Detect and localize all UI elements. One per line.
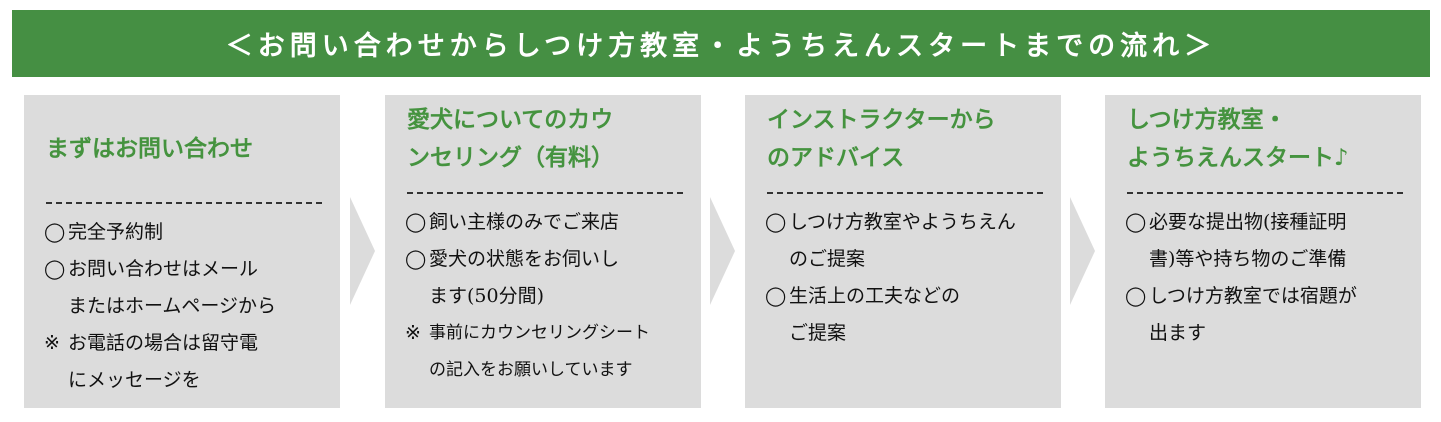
circle-bullet-icon: ◯ (1125, 211, 1147, 233)
list-item: ※ お電話の場合は留守電 にメッセージを (44, 325, 320, 399)
circle-bullet-icon: ◯ (405, 248, 427, 270)
step-title-line: ンセリング（有料） (407, 145, 614, 171)
step-2-box: 愛犬についてのカウ ンセリング（有料） ◯ 飼い主様のみでご来店 ◯ 愛犬の状態… (385, 95, 701, 408)
chevron-right-icon (1070, 197, 1095, 305)
list-item: ◯ お問い合わせはメール またはホームページから (44, 251, 320, 325)
circle-bullet-icon: ◯ (765, 285, 787, 307)
list-item: ※ 事前にカウンセリングシート の記入をお願いしています (405, 315, 681, 389)
list-item: ◯ 飼い主様のみでご来店 (405, 204, 681, 241)
item-line: ます(50分間) (429, 285, 545, 307)
chevron-right-icon (710, 197, 735, 305)
step-3-box: インストラクターから のアドバイス ◯ しつけ方教室やようちえん のご提案 ◯ … (745, 95, 1061, 408)
item-line: お電話の場合は留守電 (68, 332, 259, 354)
item-line: 愛犬の状態をお伺いし (429, 248, 620, 270)
list-item: ◯ 完全予約制 (44, 214, 320, 251)
item-line: の記入をお願いしています (429, 360, 633, 380)
list-item: ◯ 愛犬の状態をお伺いし ます(50分間) (405, 241, 681, 315)
item-line: しつけ方教室やようちえん (789, 211, 1016, 233)
step-2-title: 愛犬についてのカウ ンセリング（有料） (407, 95, 681, 183)
circle-bullet-icon: ◯ (44, 258, 66, 280)
item-line: お問い合わせはメール (68, 258, 259, 280)
dashed-divider (46, 202, 322, 204)
step-title-line: インストラクターから (767, 107, 996, 133)
step-title-line: のアドバイス (767, 145, 905, 171)
list-item: ◯ しつけ方教室では宿題が 出ます (1125, 278, 1401, 352)
list-item: ◯ 必要な提出物(接種証明 書)等や持ち物のご準備 (1125, 204, 1401, 278)
item-line: 飼い主様のみでご来店 (429, 211, 620, 233)
circle-bullet-icon: ◯ (765, 211, 787, 233)
step-1-box: まずはお問い合わせ ◯ 完全予約制 ◯ お問い合わせはメール またはホームページ… (24, 95, 340, 408)
step-3-title: インストラクターから のアドバイス (767, 95, 1041, 183)
item-line: しつけ方教室では宿題が (1149, 285, 1357, 307)
item-line: 出ます (1149, 322, 1207, 344)
item-line: 事前にカウンセリングシート (429, 323, 650, 343)
item-line: にメッセージを (68, 369, 201, 391)
step-title-line: ようちえんスタート♪ (1127, 145, 1349, 171)
item-line: 完全予約制 (68, 221, 164, 243)
item-line: またはホームページから (68, 295, 277, 317)
step-title-line: まずはお問い合わせ (46, 136, 253, 162)
list-item: ◯ しつけ方教室やようちえん のご提案 (765, 204, 1041, 278)
flow-banner-title: ＜お問い合わせからしつけ方教室・ようちえんスタートまでの流れ＞ (12, 10, 1430, 77)
circle-bullet-icon: ◯ (405, 211, 427, 233)
dashed-divider (407, 192, 683, 194)
step-4-box: しつけ方教室・ ようちえんスタート♪ ◯ 必要な提出物(接種証明 書)等や持ち物… (1105, 95, 1421, 408)
list-item: ◯ 生活上の工夫などの ご提案 (765, 278, 1041, 352)
dashed-divider (767, 192, 1043, 194)
item-line: 生活上の工夫などの (789, 285, 961, 307)
circle-bullet-icon: ◯ (44, 221, 66, 243)
step-4-title: しつけ方教室・ ようちえんスタート♪ (1127, 95, 1401, 183)
step-1-title: まずはお問い合わせ (46, 95, 320, 193)
item-line: 必要な提出物(接種証明 (1149, 211, 1347, 233)
item-line: 書)等や持ち物のご準備 (1149, 248, 1347, 270)
circle-bullet-icon: ◯ (1125, 285, 1147, 307)
asterisk-note-icon: ※ (44, 332, 60, 354)
item-line: のご提案 (789, 248, 866, 270)
step-title-line: 愛犬についてのカウ (407, 107, 614, 133)
step-title-line: しつけ方教室・ (1127, 107, 1287, 133)
item-line: ご提案 (789, 322, 847, 344)
chevron-right-icon (350, 197, 375, 305)
dashed-divider (1127, 192, 1403, 194)
asterisk-note-icon: ※ (405, 322, 421, 344)
